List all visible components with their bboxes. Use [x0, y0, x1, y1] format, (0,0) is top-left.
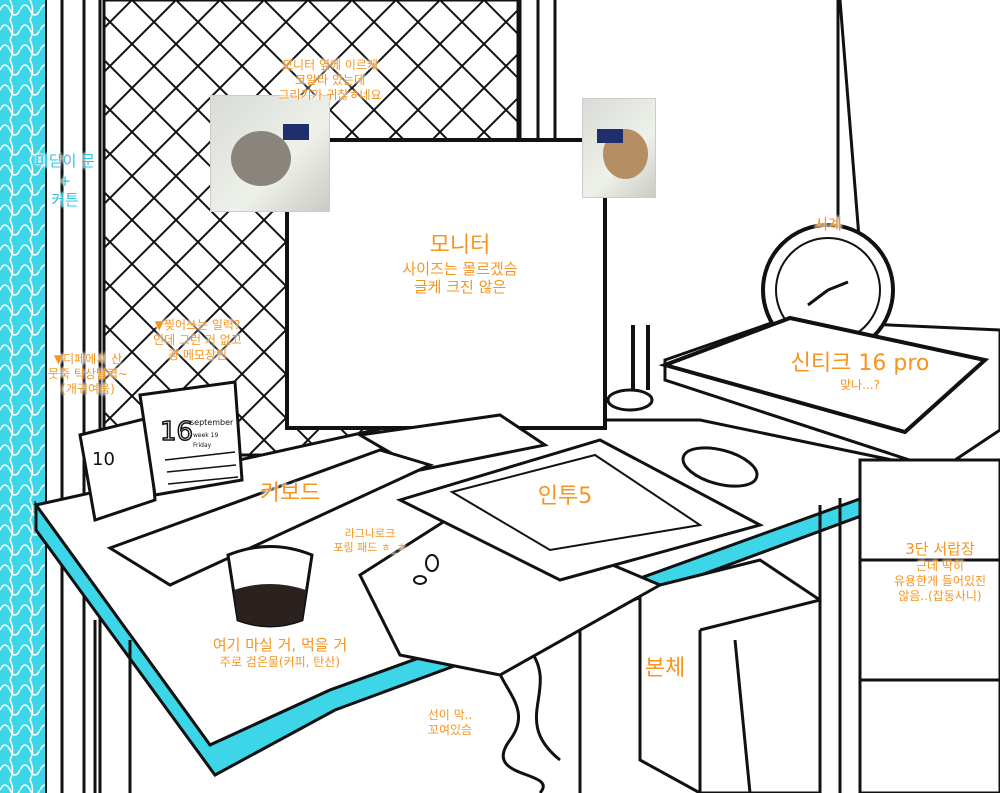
drawers-line: 않음..(잡동사니)	[898, 588, 982, 603]
drawers-title: 3단 서랍장	[905, 540, 975, 558]
pc-label: 본체	[644, 656, 686, 681]
koala-photo-left	[210, 95, 330, 212]
desk-calendar-line: 뭇죽 탁상달력~	[47, 367, 129, 381]
memo-calendar-label: ▼찢어쓰는 일력? 인데 그런 거 없고 걍 메모장인	[135, 318, 260, 363]
calendar-small-day: 10	[92, 449, 115, 470]
door-label: 미닫이 문 + 커튼	[20, 152, 110, 211]
tablet-sub: 맞나...?	[840, 377, 880, 392]
drink-label: 여기 마실 거, 먹을 거 주로 검은물(커피, 탄산)	[180, 636, 380, 670]
cables-line: 선이 막..	[427, 708, 473, 722]
koala-note-line: 모니터 옆에 이르케	[282, 58, 378, 72]
drawers-line: 근데 딱히	[916, 558, 964, 573]
door-label-line: 커튼	[51, 191, 79, 209]
clock-label: 시계	[814, 215, 842, 233]
door-label-line: +	[58, 171, 72, 190]
memo-calendar-line: 인데 그런 거 없고	[153, 333, 242, 347]
koala-note-line: 그리기가 귀찮ㅎ네요	[278, 88, 382, 102]
monitor-line: 글케 크진 않은	[413, 278, 507, 297]
cables-label: 선이 막.. 꼬여있슴	[415, 708, 485, 738]
mousepad-line: 라그나로크	[344, 527, 396, 540]
drawers-label: 3단 서랍장 근데 딱히 유용한게 들어있진 않음..(잡동사니)	[880, 540, 1000, 604]
desk-calendar	[78, 416, 157, 522]
monitor-label: 모니터 사이즈는 몰르겠슴 글케 크진 않은	[365, 232, 555, 297]
keyboard	[106, 448, 435, 587]
drawer-cabinet	[858, 458, 1000, 793]
drink-sub: 주로 검은물(커피, 탄산)	[219, 654, 341, 669]
intuos-label: 인투5	[537, 484, 593, 509]
calendar-weekday: Friday	[193, 442, 212, 449]
koala-note-line: 코알라 있는데	[294, 73, 366, 87]
tablet-title: 신티크 16 pro	[790, 351, 930, 376]
drawers-line: 유용한게 들어있진	[893, 573, 987, 588]
monitor-line: 사이즈는 몰르겠슴	[402, 259, 518, 278]
desk-calendar-label: ▼디페에서 산 뭇죽 탁상달력~ (개귀여움)	[33, 352, 143, 397]
mousepad-line: 포링 패드 ㅎ_ㅎ	[333, 540, 407, 554]
keyboard-label: 키보드	[259, 481, 321, 506]
cables-line: 꼬여있슴	[427, 723, 473, 737]
mouse	[681, 446, 759, 488]
mousepad-label: 라그나로크 포링 패드 ㅎ_ㅎ	[325, 527, 415, 555]
intuos-tablet	[395, 438, 765, 582]
desk-calendar-line: ▼디페에서 산	[53, 352, 123, 366]
calendar-week: week 19	[193, 432, 218, 439]
desk-calendar-line: (개귀여움)	[61, 382, 115, 396]
pc-case	[638, 558, 822, 793]
koala-note: 모니터 옆에 이르케 코알라 있는데 그리기가 귀찮ㅎ네요	[265, 58, 395, 103]
calendar-day: 16	[160, 417, 193, 447]
curtain	[0, 0, 46, 793]
door-label-line: 미닫이 문	[35, 152, 95, 170]
tablet-label: 신티크 16 pro 맞나...?	[770, 350, 950, 393]
koala-photo-right	[582, 98, 656, 198]
monitor-title: 모니터	[429, 233, 491, 258]
memo-calendar-line: ▼찢어쓰는 일력?	[154, 318, 241, 332]
cintiq-tablet	[658, 315, 990, 435]
calendar-month: september	[190, 418, 234, 427]
drink-title: 여기 마실 거, 먹을 거	[212, 636, 348, 654]
memo-calendar-line: 걍 메모장인	[167, 348, 227, 362]
